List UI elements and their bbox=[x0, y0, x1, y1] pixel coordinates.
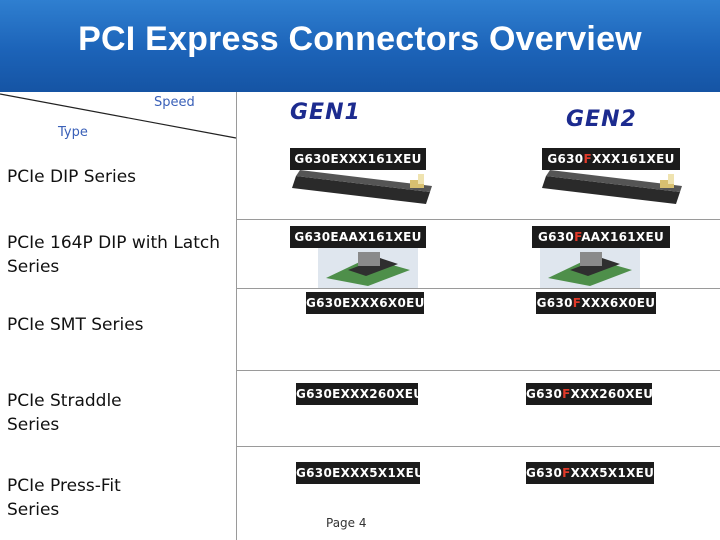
connector-image bbox=[318, 248, 418, 288]
part-number-gen2: G630FXXX260XEU bbox=[526, 383, 653, 405]
column-header-gen1: GEN1 bbox=[290, 100, 361, 125]
part-number-gen1: G630EXXX5X1XEU bbox=[296, 462, 424, 484]
corner-speed-label: Speed bbox=[154, 95, 195, 110]
page-title: PCI Express Connectors Overview bbox=[78, 20, 642, 58]
part-number-gen1: G630EXXX260XEU bbox=[296, 383, 423, 405]
row-label-press-fit: PCIe Press-Fit Series bbox=[7, 476, 121, 520]
part-number-gen2: G630FAAX161XEU bbox=[532, 226, 670, 248]
grid-divider bbox=[236, 92, 237, 540]
part-number-gen2: G630FXXX6X0EU bbox=[536, 292, 656, 314]
grid-divider bbox=[236, 370, 720, 371]
grid-divider bbox=[236, 288, 720, 289]
row-label-dip: PCIe DIP Series bbox=[7, 167, 137, 187]
row-label-smt: PCIe SMT Series bbox=[7, 315, 144, 335]
connector-image bbox=[540, 248, 640, 288]
page-number: Page 4 bbox=[326, 516, 367, 530]
connector-image bbox=[292, 170, 432, 204]
title-bar: PCI Express Connectors Overview bbox=[0, 0, 720, 92]
connector-image bbox=[542, 170, 682, 204]
grid-divider bbox=[236, 219, 720, 220]
part-number-gen2: G630FXXX5X1XEU bbox=[526, 462, 654, 484]
row-label-straddle: PCIe Straddle Series bbox=[7, 391, 122, 435]
part-number-gen1: G630EXXX161XEU bbox=[290, 148, 426, 170]
part-number-gen1: G630EXXX6X0EU bbox=[306, 292, 424, 314]
part-number-gen2: G630FXXX161XEU bbox=[542, 148, 680, 170]
part-number-gen1: G630EAAX161XEU bbox=[290, 226, 426, 248]
corner-type-label: Type bbox=[58, 125, 88, 140]
corner-diagonal bbox=[0, 93, 237, 139]
row-label-dip-latch: PCIe 164P DIP with Latch Series bbox=[7, 233, 221, 277]
column-header-gen2: GEN2 bbox=[566, 107, 637, 132]
grid-divider bbox=[236, 446, 720, 447]
